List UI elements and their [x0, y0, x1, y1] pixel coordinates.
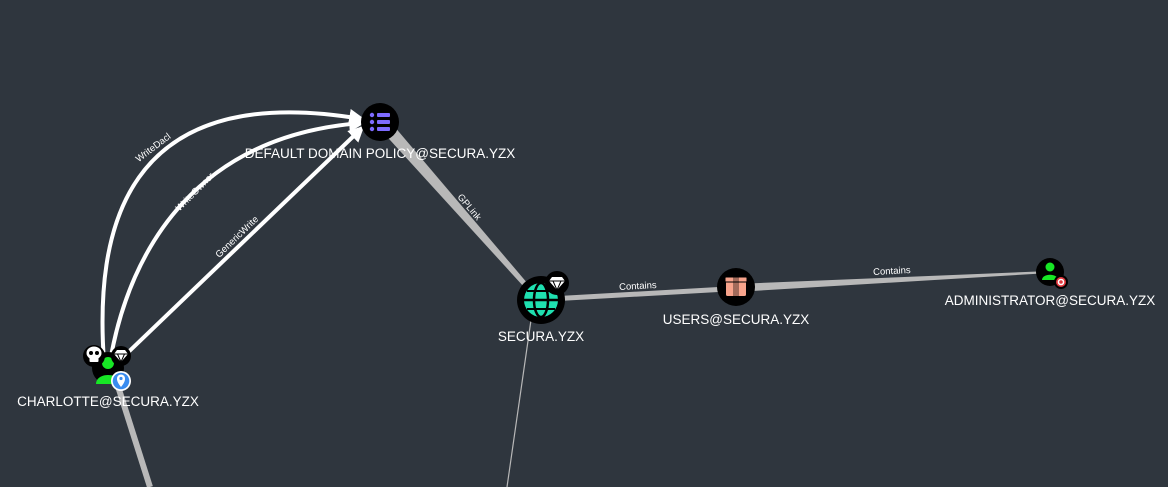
gem-icon	[545, 271, 569, 295]
node-admin[interactable]	[1036, 258, 1068, 289]
list-icon	[369, 112, 390, 132]
edge-genericwrite[interactable]	[116, 125, 365, 364]
edge-label-contains-admin: Contains	[873, 265, 911, 278]
target-icon	[1054, 275, 1068, 289]
node-users[interactable]	[717, 268, 755, 306]
skull-icon	[83, 345, 105, 367]
node-label-admin: ADMINISTRATOR@SECURA.YZX	[945, 293, 1155, 308]
node-domain[interactable]	[517, 271, 569, 324]
edge-label-contains-users: Contains	[619, 280, 657, 293]
edge-label-writeowner: WriteOwner	[174, 171, 217, 214]
node-label-gpo: DEFAULT DOMAIN POLICY@SECURA.YZX	[245, 146, 516, 161]
edge-contains-admin[interactable]	[736, 271, 1050, 292]
edge-domain-offscreen[interactable]	[506, 319, 532, 487]
edge-charlotte-offscreen[interactable]	[113, 379, 153, 487]
edge-label-genericwrite: GenericWrite	[214, 214, 261, 260]
edge-gplink[interactable]	[380, 119, 528, 287]
node-charlotte[interactable]	[83, 345, 131, 391]
location-pin-icon	[111, 371, 131, 391]
edge-writedacl[interactable]	[100, 108, 366, 363]
node-gpo[interactable]	[361, 103, 399, 141]
edge-writeowner[interactable]	[108, 115, 366, 363]
node-label-charlotte: CHARLOTTE@SECURA.YZX	[17, 394, 199, 409]
gem-icon	[111, 346, 131, 366]
node-label-domain: SECURA.YZX	[498, 329, 584, 344]
edge-contains-users[interactable]	[541, 286, 736, 302]
user-icon	[1042, 262, 1058, 280]
node-label-users: USERS@SECURA.YZX	[663, 312, 809, 327]
box-icon	[724, 276, 748, 296]
